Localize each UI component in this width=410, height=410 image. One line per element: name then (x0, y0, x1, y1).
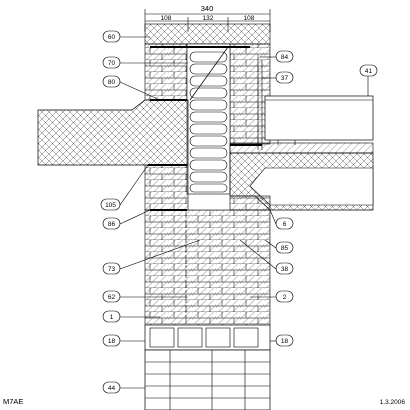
dim-right: 108 (244, 15, 255, 22)
svg-text:37: 37 (281, 75, 289, 82)
svg-text:1: 1 (110, 314, 114, 321)
dim-left: 108 (161, 15, 172, 22)
dim-middle: 132 (203, 15, 214, 22)
drawing-code: M7AE (3, 397, 23, 406)
svg-text:62: 62 (108, 294, 116, 301)
tag-70[interactable]: 70 (102, 56, 121, 69)
tag-18-left[interactable]: 18 (102, 334, 121, 347)
svg-text:73: 73 (108, 266, 116, 273)
tag-60[interactable]: 60 (102, 30, 121, 43)
svg-text:44: 44 (108, 385, 116, 392)
tag-41[interactable]: 41 (359, 64, 378, 77)
svg-text:85: 85 (281, 245, 289, 252)
leader-lines (119, 36, 369, 389)
svg-text:6: 6 (283, 221, 287, 228)
tag-44[interactable]: 44 (102, 381, 121, 394)
svg-text:38: 38 (281, 266, 289, 273)
svg-text:2: 2 (283, 294, 287, 301)
tag-6[interactable]: 6 (275, 217, 294, 230)
svg-text:18: 18 (108, 338, 116, 345)
svg-text:84: 84 (281, 54, 289, 61)
tag-86[interactable]: 86 (102, 217, 121, 230)
lower-wall (144, 164, 271, 410)
svg-text:80: 80 (108, 79, 116, 86)
dim-total: 340 (201, 4, 214, 13)
tag-105[interactable]: 105 (100, 198, 121, 211)
svg-text:60: 60 (108, 34, 116, 41)
svg-text:18: 18 (281, 338, 289, 345)
tag-84[interactable]: 84 (275, 50, 294, 63)
tag-1[interactable]: 1 (102, 310, 121, 323)
svg-text:86: 86 (108, 221, 116, 228)
svg-text:70: 70 (108, 60, 116, 67)
upper-wall (144, 23, 271, 195)
tag-62[interactable]: 62 (102, 290, 121, 303)
tag-2[interactable]: 2 (275, 290, 294, 303)
tag-38[interactable]: 38 (275, 262, 294, 275)
tag-80[interactable]: 80 (102, 75, 121, 88)
svg-text:105: 105 (105, 202, 116, 209)
tag-73[interactable]: 73 (102, 262, 121, 275)
tag-37[interactable]: 37 (275, 71, 294, 84)
tag-18-right[interactable]: 18 (275, 334, 294, 347)
svg-text:41: 41 (365, 68, 373, 75)
drawing-date: 1.3.2006 (380, 399, 406, 406)
tag-85[interactable]: 85 (275, 241, 294, 254)
left-floor-slab (37, 99, 189, 166)
